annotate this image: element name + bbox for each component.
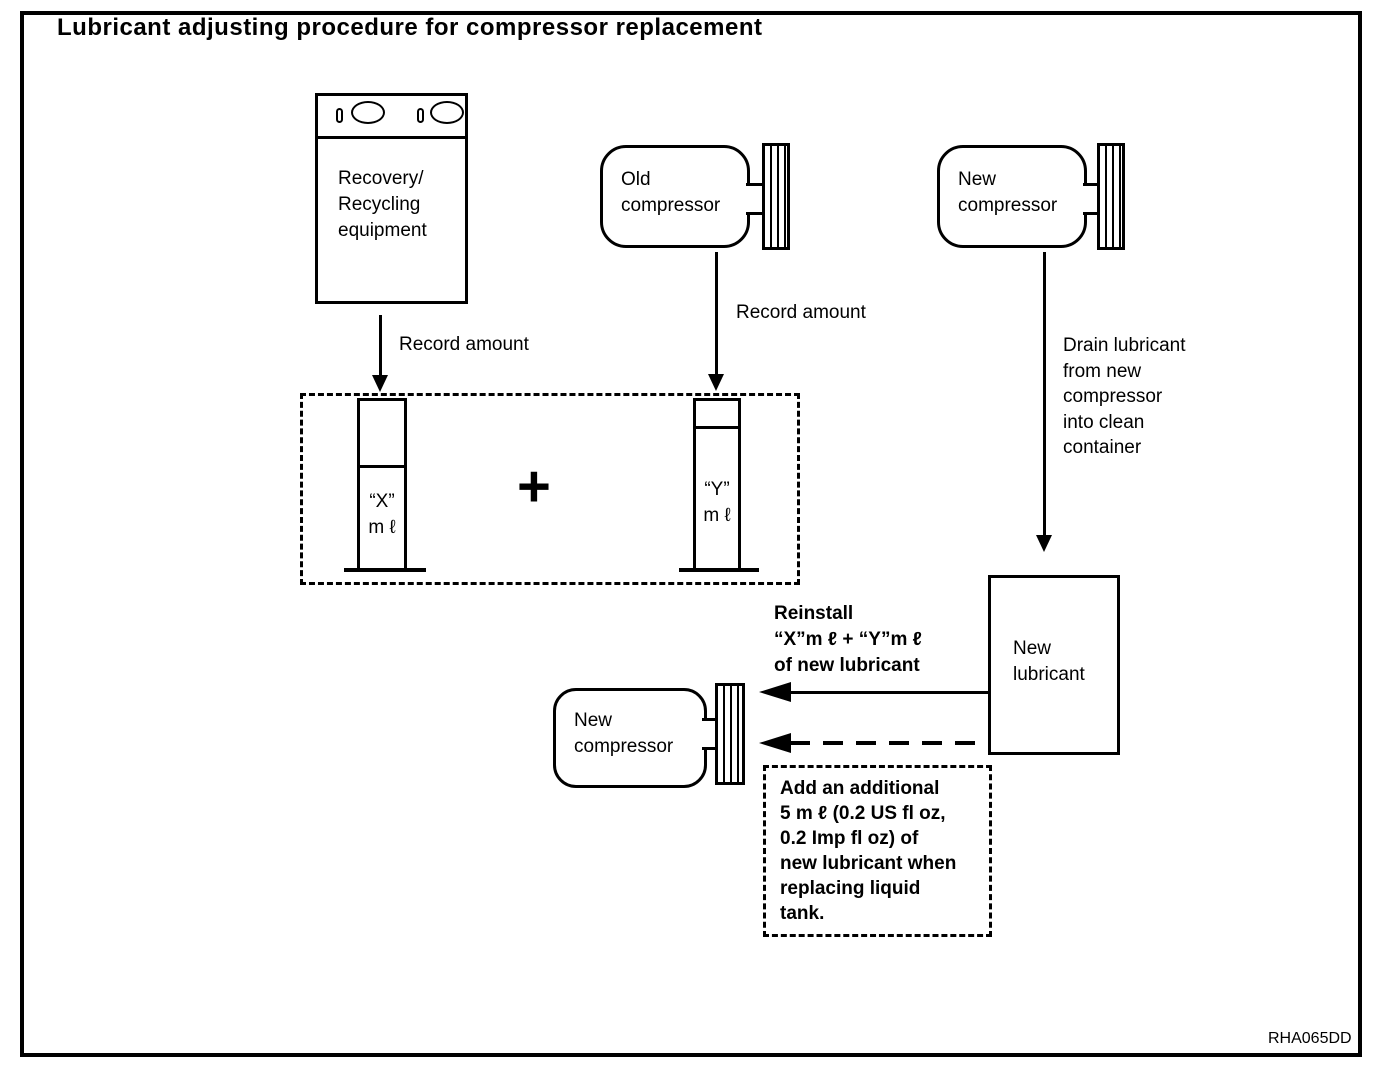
cylinder-x-fill-line bbox=[360, 465, 404, 468]
cylinder-x: “X” m ℓ bbox=[344, 398, 426, 572]
new-compressor-top-pulley-icon bbox=[1097, 143, 1125, 250]
measuring-area-box bbox=[300, 393, 800, 585]
new-compressor-bottom-shaft bbox=[702, 718, 718, 750]
drain-arrow-icon bbox=[1036, 252, 1052, 552]
record-amount-right-label: Record amount bbox=[736, 302, 866, 323]
plus-sign: + bbox=[517, 454, 551, 519]
diagram-border bbox=[20, 11, 1362, 1057]
new-compressor-bottom-box bbox=[553, 688, 707, 788]
reinstall-arrow-icon bbox=[759, 682, 988, 702]
recovery-equipment-box: Recovery/ Recycling equipment bbox=[315, 93, 468, 304]
new-compressor-top-label: New compressor bbox=[958, 169, 1058, 216]
knob-icon bbox=[336, 108, 343, 123]
new-compressor-top-box bbox=[937, 145, 1087, 248]
figure-code: RHA065DD bbox=[1268, 1030, 1352, 1047]
cylinder-y-fill-line bbox=[696, 426, 738, 429]
cylinder-y-base bbox=[679, 568, 759, 572]
reinstall-note: Reinstall “X”m ℓ + “Y”m ℓ of new lubrica… bbox=[774, 603, 922, 676]
old-compressor-shaft bbox=[746, 183, 764, 215]
additional-note-box: Add an additional 5 m ℓ (0.2 US fl oz, 0… bbox=[763, 765, 992, 937]
recovery-equipment-panel bbox=[318, 96, 465, 139]
record-amount-left-label: Record amount bbox=[399, 334, 529, 355]
additional-note: Add an additional 5 m ℓ (0.2 US fl oz, 0… bbox=[780, 778, 957, 924]
additional-lubricant-arrow-icon bbox=[759, 733, 988, 753]
cylinder-x-label: “X” m ℓ bbox=[368, 491, 396, 538]
old-compressor-box bbox=[600, 145, 750, 248]
cylinder-x-base bbox=[344, 568, 426, 572]
cylinder-y: “Y” m ℓ bbox=[679, 398, 759, 572]
new-lubricant-box: New lubricant bbox=[988, 575, 1120, 755]
new-compressor-bottom-pulley-icon bbox=[715, 683, 745, 785]
new-lubricant-label: New lubricant bbox=[1013, 638, 1085, 685]
gauge-icon bbox=[430, 101, 464, 124]
knob-icon bbox=[417, 108, 424, 123]
recovery-equipment-label: Recovery/ Recycling equipment bbox=[338, 168, 427, 241]
new-compressor-bottom-label: New compressor bbox=[574, 710, 674, 757]
new-compressor-top-shaft bbox=[1083, 183, 1101, 215]
old-compressor-label: Old compressor bbox=[621, 169, 721, 216]
record-amount-right-arrow-icon bbox=[708, 252, 724, 391]
gauge-icon bbox=[351, 101, 385, 124]
old-compressor-pulley-icon bbox=[762, 143, 790, 250]
cylinder-y-label: “Y” m ℓ bbox=[703, 479, 731, 526]
record-amount-left-arrow-icon bbox=[372, 315, 388, 392]
drain-note: Drain lubricant from new compressor into… bbox=[1063, 335, 1186, 458]
page-title: Lubricant adjusting procedure for compre… bbox=[57, 14, 763, 41]
